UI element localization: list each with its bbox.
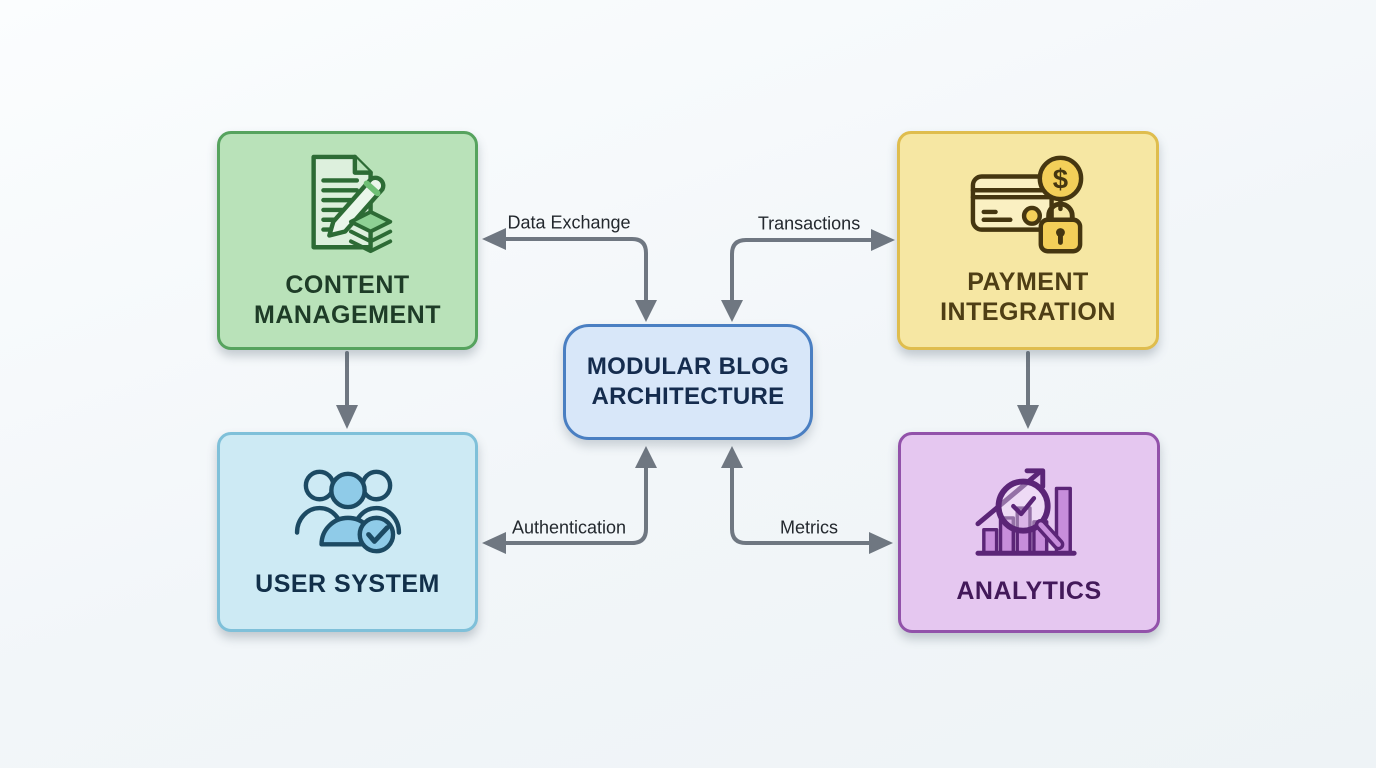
users-check-icon <box>294 469 401 554</box>
node-label: CONTENT MANAGEMENT <box>254 271 441 329</box>
node-payment-integration: $ PAYMENT INTEGRATION <box>897 131 1159 350</box>
node-content-management: CONTENT MANAGEMENT <box>217 131 478 350</box>
edge-label-metrics: Metrics <box>780 517 838 538</box>
edge-content-to-users <box>336 351 358 429</box>
edge-payment-to-analytics <box>1017 351 1039 429</box>
edge-label-data-exchange: Data Exchange <box>507 212 631 233</box>
credit-card-lock-icon: $ <box>970 155 1084 254</box>
node-label: ANALYTICS <box>956 576 1102 605</box>
edge-transactions <box>721 229 895 322</box>
edge-label-transactions: Transactions <box>757 213 861 234</box>
center-node-label: MODULAR BLOG ARCHITECTURE <box>586 353 790 410</box>
edge-authentication <box>482 446 657 554</box>
node-analytics: ANALYTICS <box>898 432 1160 633</box>
edge-metrics <box>721 446 893 554</box>
document-edit-icon <box>310 154 392 254</box>
node-user-system: USER SYSTEM <box>217 432 478 632</box>
node-label: PAYMENT INTEGRATION <box>940 268 1116 326</box>
dollar-glyph: $ <box>1053 163 1068 194</box>
edge-data-exchange <box>482 228 657 322</box>
edge-label-authentication: Authentication <box>511 517 627 538</box>
chart-magnifier-icon <box>975 468 1077 556</box>
node-label: USER SYSTEM <box>255 570 440 599</box>
center-node: MODULAR BLOG ARCHITECTURE <box>563 324 813 440</box>
